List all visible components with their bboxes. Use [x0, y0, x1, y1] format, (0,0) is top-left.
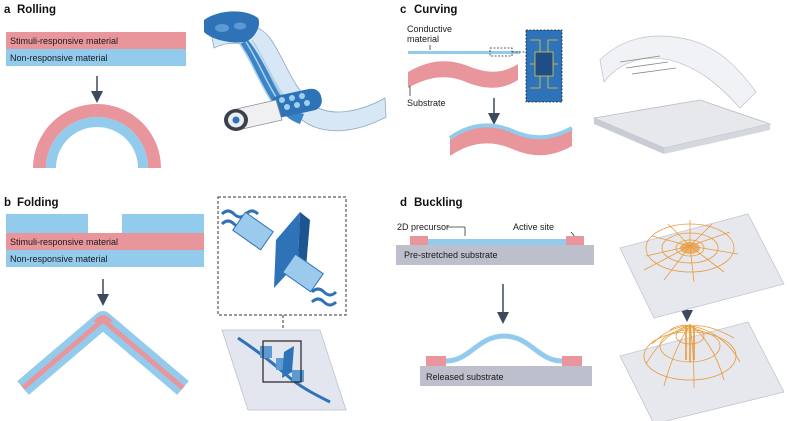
- stimuli-layer-a: [6, 32, 186, 49]
- precursor-label: 2D precursor: [397, 222, 449, 232]
- curved-conductive-result: [448, 123, 573, 140]
- nonresponsive-label-b: Non-responsive material: [10, 254, 108, 264]
- mesh-3d-illustration: [619, 321, 785, 421]
- active-site-right: [566, 236, 584, 245]
- nonresponsive-label-a: Non-responsive material: [10, 53, 108, 63]
- precursor-strip: [428, 239, 566, 245]
- panel-c-curving: c Curving Conductive material Substrate: [400, 4, 772, 156]
- prestretched-substrate: [396, 245, 594, 265]
- conductive-label-line1: Conductive: [407, 24, 452, 34]
- mesh-flat-illustration: [619, 213, 785, 319]
- released-site-right: [562, 356, 582, 366]
- stimuli-layer-b: [6, 233, 204, 250]
- panel-c-letter: c: [400, 4, 407, 16]
- substrate-curve: [408, 61, 518, 88]
- folded-chevron: [17, 311, 189, 395]
- released-substrate: [420, 366, 592, 386]
- nonresponsive-layer-a: [6, 49, 186, 66]
- rolling-device-illustration: [204, 11, 387, 132]
- top-block-right: [122, 214, 204, 233]
- nonresponsive-layer-b: [6, 250, 204, 267]
- rolled-stimuli-arc: [33, 104, 161, 168]
- rolled-nonresponsive-arc: [46, 117, 148, 168]
- substrate-label: Substrate: [407, 98, 446, 108]
- panel-d-buckling: d Buckling 2D precursor Active site Pre-…: [396, 197, 785, 421]
- panel-c-title: Curving: [414, 4, 457, 16]
- flexible-sheet-illustration: [592, 35, 772, 154]
- stimuli-label-b: Stimuli-responsive material: [10, 237, 118, 247]
- panel-a-rolling: a Rolling Stimuli-responsive material No…: [4, 4, 387, 168]
- buckled-ribbon: [445, 333, 563, 364]
- stimuli-label-a: Stimuli-responsive material: [10, 36, 118, 46]
- chip-inset: [525, 29, 563, 103]
- panel-a-letter: a: [4, 4, 11, 16]
- folding-device-plate: [221, 329, 347, 411]
- curved-substrate-result: [450, 125, 572, 156]
- conductive-label-line2: material: [407, 34, 439, 44]
- top-block-left: [6, 214, 88, 233]
- active-site-label: Active site: [513, 222, 554, 232]
- folding-zoom-inset: [217, 196, 347, 316]
- panel-d-title: Buckling: [414, 197, 463, 209]
- released-label: Released substrate: [426, 372, 504, 382]
- prestretched-label: Pre-stretched substrate: [404, 250, 498, 260]
- panel-a-title: Rolling: [17, 4, 56, 16]
- active-site-left: [410, 236, 428, 245]
- panel-b-title: Folding: [17, 197, 59, 209]
- panel-b-letter: b: [4, 197, 11, 209]
- released-site-left: [426, 356, 446, 366]
- panel-d-letter: d: [400, 197, 407, 209]
- panel-b-folding: b Folding Stimuli-responsive material No…: [4, 196, 347, 411]
- conductive-strip: [408, 51, 520, 54]
